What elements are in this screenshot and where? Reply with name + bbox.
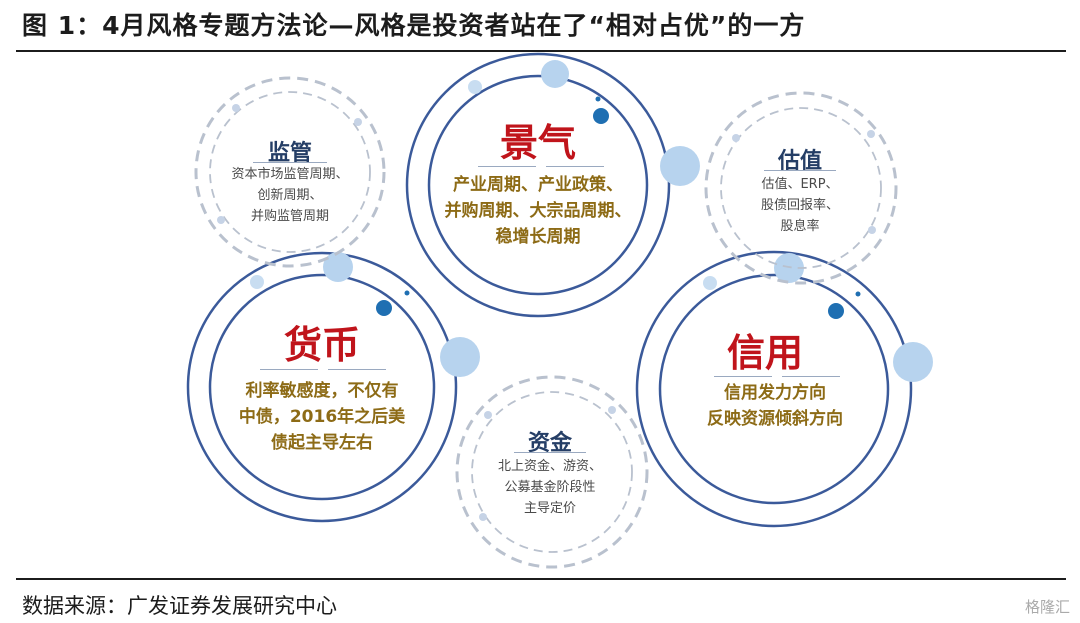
underline xyxy=(782,376,840,377)
bottom-rule xyxy=(16,578,1066,580)
text-line: 股息率 xyxy=(780,219,820,234)
text-line: 并购周期、大宗品周期、 xyxy=(444,201,632,221)
text-line: 主导定价 xyxy=(523,501,576,516)
node-title-huobi: 货币 xyxy=(283,322,360,367)
text-line: 公募基金阶段性 xyxy=(504,480,596,495)
text-line: 中债，2016年之后美 xyxy=(238,407,406,427)
node-text-huobi: 利率敏感度，不仅有 中债，2016年之后美 债起主导左右 xyxy=(212,378,432,456)
underline xyxy=(253,162,327,163)
ring-guzhi xyxy=(704,91,898,285)
figure-source: 数据来源：广发证券发展研究中心 xyxy=(22,594,337,618)
underline xyxy=(260,369,318,370)
node-title-jianguan: 监管 xyxy=(267,140,312,166)
text-line: 信用发力方向 xyxy=(724,383,826,403)
text-line: 创新周期、 xyxy=(257,188,323,203)
underline xyxy=(328,369,386,370)
underline xyxy=(764,170,836,171)
node-text-guzhi: 估值、ERP、 股债回报率、 股息率 xyxy=(740,174,860,237)
ring-huobi xyxy=(186,251,480,523)
node-title-xinyong: 信用 xyxy=(726,330,803,375)
underline xyxy=(478,166,536,167)
text-line: 北上资金、游资、 xyxy=(497,459,602,474)
text-line: 债起主导左右 xyxy=(271,433,373,453)
node-title-jingqi: 景气 xyxy=(499,120,576,165)
node-text-zijin: 北上资金、游资、 公募基金阶段性 主导定价 xyxy=(480,456,620,519)
ring-xinyong xyxy=(635,250,933,528)
text-line: 股债回报率、 xyxy=(760,198,839,213)
node-title-zijin: 资金 xyxy=(527,430,572,456)
figure-title: 图 1：4月风格专题方法论—风格是投资者站在了“相对占优”的一方 xyxy=(22,11,806,40)
watermark: 格隆汇 xyxy=(1024,598,1070,616)
text-line: 利率敏感度，不仅有 xyxy=(245,381,399,401)
node-text-xinyong: 信用发力方向 反映资源倾斜方向 xyxy=(675,380,875,432)
text-line: 并购监管周期 xyxy=(250,209,329,224)
ring-jingqi xyxy=(405,52,700,318)
node-text-jingqi: 产业周期、产业政策、 并购周期、大宗品周期、 稳增长周期 xyxy=(418,172,658,250)
ring-jianguan xyxy=(194,76,386,268)
node-title-guzhi: 估值 xyxy=(777,148,822,174)
node-text-jianguan: 资本市场监管周期、 创新周期、 并购监管周期 xyxy=(215,164,365,227)
text-line: 估值、ERP、 xyxy=(761,177,839,192)
ring-zijin xyxy=(455,375,649,569)
underline xyxy=(714,376,772,377)
text-line: 反映资源倾斜方向 xyxy=(707,409,843,429)
top-rule xyxy=(16,50,1066,52)
underline xyxy=(546,166,604,167)
text-line: 产业周期、产业政策、 xyxy=(453,175,623,195)
underline xyxy=(514,452,586,453)
text-line: 稳增长周期 xyxy=(495,227,581,247)
text-line: 资本市场监管周期、 xyxy=(231,167,349,182)
